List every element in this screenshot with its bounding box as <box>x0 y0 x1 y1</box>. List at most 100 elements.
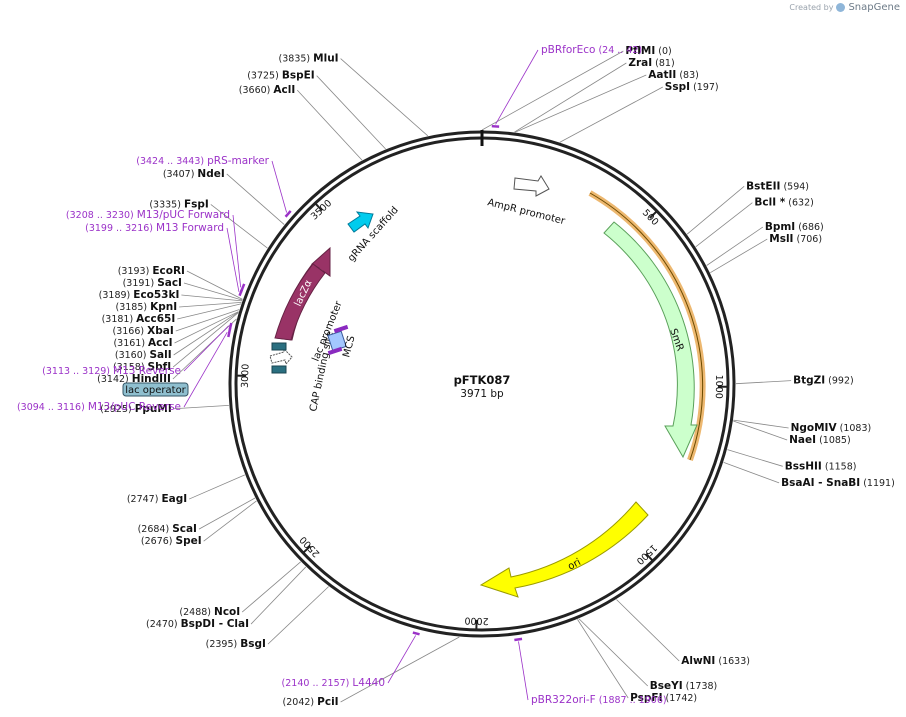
enzyme-pos: (2747) <box>127 494 162 505</box>
feature-mcs-mark-a <box>333 324 349 334</box>
enzyme-leader <box>578 618 649 687</box>
enzyme-label: (2488) NcoI <box>179 606 240 618</box>
enzyme-leader <box>198 497 256 530</box>
enzyme-pos: (1083) <box>837 423 872 434</box>
primer-label: (3113 .. 3129) M13 Reverse <box>42 365 181 377</box>
enzyme-label: SspI (197) <box>665 81 719 93</box>
enzyme-label: (3835) MluI <box>279 53 339 65</box>
enzyme-name: BclI * <box>754 197 785 209</box>
enzyme-name: XbaI <box>147 325 174 337</box>
enzyme-pos: (3142) <box>97 374 132 385</box>
enzyme-leader <box>316 75 386 150</box>
enzyme-leader <box>172 312 239 368</box>
enzyme-label: NaeI (1085) <box>789 434 851 446</box>
enzyme-pos: (1085) <box>816 435 851 446</box>
enzyme-pos: (1158) <box>822 461 857 472</box>
enzyme-leader <box>175 309 240 332</box>
primer-name: pBRforEco <box>541 44 595 56</box>
feature-lacz-body <box>274 263 326 341</box>
enzyme-name: SalI <box>150 349 172 361</box>
primer-leader <box>271 160 287 213</box>
enzyme-name: KpnI <box>150 301 177 313</box>
enzyme-label: (3181) Acc65I <box>102 313 176 325</box>
enzyme-leader <box>733 419 789 429</box>
enzyme-pos: (3189) <box>99 290 134 301</box>
enzyme-pos: (83) <box>676 70 699 81</box>
snapgene-credit: Created by SnapGene <box>789 2 900 13</box>
enzyme-label: BseYI (1738) <box>650 680 718 692</box>
primer-mark <box>514 637 523 642</box>
primer-name: L4440 <box>352 677 385 689</box>
enzyme-label: (2747) EagI <box>127 493 187 505</box>
enzyme-name: Acc65I <box>136 313 175 325</box>
primer-name: M13/pUC Reverse <box>88 401 181 413</box>
enzyme-name: EagI <box>161 493 187 505</box>
feature-ori-arrow <box>479 501 649 598</box>
primer-label: pBR322ori-F (1887 .. 1906) <box>531 694 667 706</box>
feature-ori-label: ori <box>566 557 583 573</box>
enzyme-leader <box>710 238 768 274</box>
enzyme-label: (3160) SalI <box>115 349 172 361</box>
tick-label: 1500 <box>634 542 659 567</box>
enzyme-leader <box>481 50 624 131</box>
enzyme-leader <box>210 204 268 249</box>
feature-lac-operator-label: lac operator <box>125 385 186 396</box>
primer-name: M13/pUC Forward <box>137 209 230 221</box>
enzyme-name: SbfI <box>148 361 172 373</box>
enzyme-name: SspI <box>665 81 690 93</box>
enzyme-pos: (197) <box>690 82 719 93</box>
enzyme-pos: (3160) <box>115 350 150 361</box>
tick-mark <box>315 203 323 212</box>
enzyme-leader <box>577 619 629 699</box>
enzyme-label: (3185) KpnI <box>116 301 178 313</box>
primer-mark <box>239 283 246 293</box>
enzyme-name: PpuMI <box>135 403 172 415</box>
primer-name: M13 Reverse <box>113 365 181 377</box>
enzyme-pos: (3181) <box>102 314 137 325</box>
primer-name: M13 Forward <box>156 222 224 234</box>
enzyme-leader <box>174 311 239 344</box>
enzyme-name: BstEII <box>746 180 780 192</box>
enzyme-pos: (1738) <box>683 681 718 692</box>
enzyme-leader <box>177 303 242 320</box>
enzyme-pos: (2925) <box>100 404 135 415</box>
enzyme-leader <box>179 301 242 308</box>
primer-mark <box>412 631 420 636</box>
enzyme-pos: (1191) <box>860 478 895 489</box>
tick-label: 3000 <box>240 364 252 389</box>
enzyme-name: BspDI <box>181 618 215 630</box>
enzyme-leader <box>203 500 257 542</box>
enzyme-name: NdeI <box>197 168 224 180</box>
feature-ampr-promoter-label: AmpR promoter <box>486 197 567 227</box>
primer-label: (3094 .. 3116) M13/pUC Reverse <box>17 401 181 413</box>
enzyme-name: PspFI <box>630 692 662 704</box>
enzyme-name: MslI <box>769 233 793 245</box>
enzyme-leader <box>723 462 780 484</box>
primer-label: (3208 .. 3230) M13/pUC Forward <box>66 209 230 221</box>
enzyme-pos: (2042) <box>283 697 318 708</box>
primer-name: pRS-marker <box>207 155 270 167</box>
feature-cap-site-a <box>271 342 287 351</box>
primer-leader <box>495 49 539 125</box>
feature-cap-site-b <box>271 365 287 374</box>
enzyme-label: (2684) ScaI <box>138 523 197 535</box>
primer-label: (3199 .. 3216) M13 Forward <box>85 222 224 234</box>
plasmid-length: 3971 bp <box>460 388 504 400</box>
enzyme-name: HindIII <box>132 373 171 385</box>
primer-leader <box>518 641 529 701</box>
primer-leader <box>183 332 228 408</box>
tick-label: 1000 <box>713 375 724 399</box>
enzyme-label: BstEII (594) <box>746 180 809 192</box>
primer-range: (3094 .. 3116) <box>17 402 88 413</box>
enzyme-label: BsaAI - SnaBI (1191) <box>781 477 895 489</box>
enzyme-name: NgoMIV <box>791 422 838 434</box>
enzyme-name: BpmI <box>765 221 795 233</box>
enzyme-label: (3191) SacI <box>123 277 182 289</box>
tick-mark <box>645 553 653 561</box>
enzyme-name: BseYI <box>650 680 683 692</box>
enzyme-name: AclI <box>273 84 295 96</box>
feature-lac-operator-badge <box>122 382 189 397</box>
enzyme-pos: (594) <box>780 181 809 192</box>
enzyme-leader <box>226 173 285 225</box>
enzyme-label: (3142) HindIII <box>97 373 171 385</box>
